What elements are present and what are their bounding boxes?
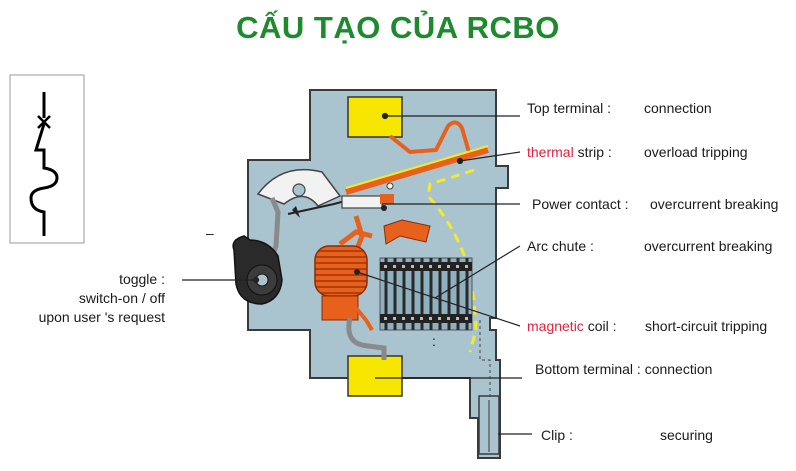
label-clip-function: securing	[660, 427, 713, 443]
leader-lines	[182, 112, 532, 435]
dots-mark: :	[432, 333, 436, 349]
label-bottom-terminal: Bottom terminal : connection	[535, 361, 712, 377]
label-magnetic-coil: magnetic coil :	[527, 318, 617, 334]
circuit-breaker-symbol-icon	[9, 74, 85, 244]
magnetic-coil	[314, 215, 374, 332]
trip-mechanism	[256, 168, 394, 218]
page-title: CẤU TẠO CỦA RCBO	[236, 10, 560, 45]
label-power-contact-function: overcurrent breaking	[650, 196, 778, 212]
label-top-terminal-function: connection	[644, 100, 712, 116]
label-thermal-strip-function: overload tripping	[644, 144, 748, 160]
thermal-strip	[345, 145, 489, 195]
label-top-terminal: Top terminal :	[527, 100, 611, 116]
toggle-knob[interactable]	[232, 235, 283, 305]
arc-path	[426, 168, 478, 353]
arc-runner	[383, 219, 431, 245]
label-thermal-strip: thermal strip :	[527, 144, 612, 160]
bottom-lead	[346, 317, 387, 360]
arc-chute	[379, 257, 473, 331]
label-toggle-line3: upon user 's request	[39, 309, 166, 325]
dash-mark: –	[206, 225, 214, 241]
label-clip: Clip :	[541, 427, 573, 443]
bottom-terminal	[347, 355, 403, 397]
label-power-contact: Power contact :	[532, 196, 629, 212]
top-terminal	[347, 96, 403, 138]
power-contact	[341, 195, 383, 209]
label-magnetic-coil-function: short-circuit tripping	[645, 318, 767, 334]
label-toggle-line2: switch-on / off	[79, 290, 165, 306]
label-arc-chute: Arc chute :	[527, 238, 594, 254]
label-toggle: toggle :	[119, 271, 165, 287]
top-conductor	[388, 120, 472, 157]
label-arc-chute-function: overcurrent breaking	[644, 238, 772, 254]
